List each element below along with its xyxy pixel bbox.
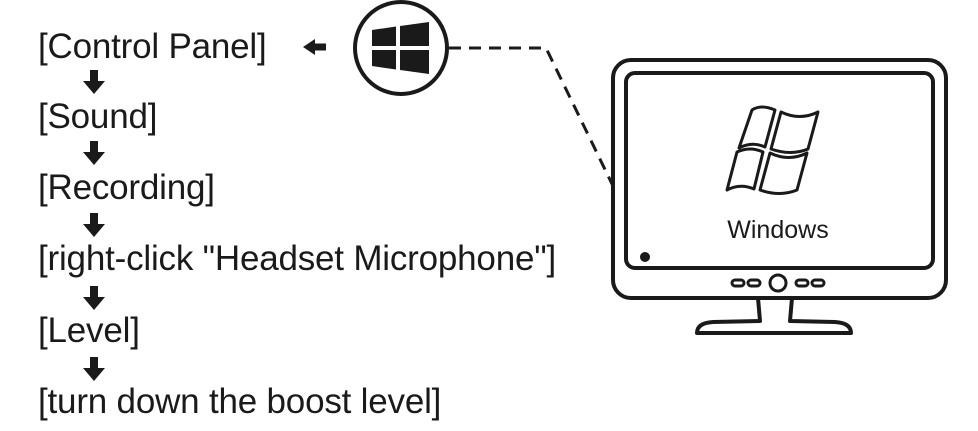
left-arrow-icon [303,39,326,55]
step-turn-down-boost-level: [turn down the boost level] [38,382,442,421]
windows-logo-icon [372,22,429,74]
down-arrow-icon [83,70,105,94]
step-right-click-headset-microphone: [right-click "Headset Microphone"] [38,239,556,278]
windows-flag-icon [725,105,820,195]
step-sound: [Sound] [38,97,158,136]
instruction-steps: [Control Panel] [Sound] [Recording] [rig… [38,0,618,431]
monitor-illustration: Windows [611,58,948,335]
monitor-stand [695,297,853,335]
step-control-panel: [Control Panel] [38,27,267,66]
step-level: [Level] [38,311,140,350]
windows-label: Windows [727,216,828,244]
windows-start-button [353,0,449,96]
down-arrow-icon [83,357,105,381]
monitor-buttons [730,273,826,293]
down-arrow-icon [83,141,105,165]
step-recording: [Recording] [38,168,215,207]
down-arrow-icon [83,213,105,237]
down-arrow-icon [83,286,105,310]
cursor-dot [640,252,650,262]
